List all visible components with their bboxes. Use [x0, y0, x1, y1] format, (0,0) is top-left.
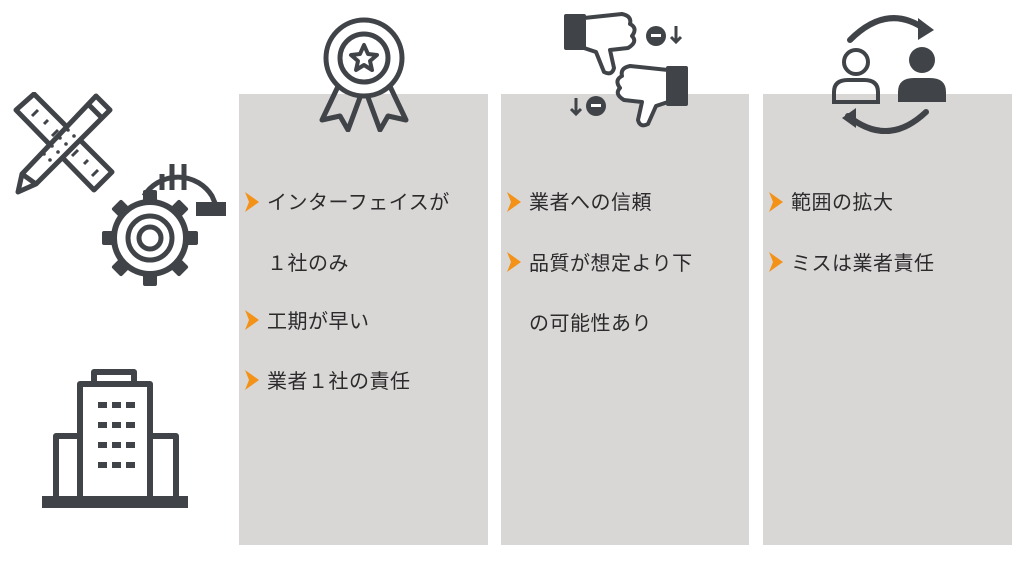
item-line: インターフェイスが [267, 190, 450, 214]
item-line: 品質が想定より下 [529, 251, 693, 275]
chevron-right-icon [245, 192, 259, 212]
item-line: １社のみ [267, 251, 349, 275]
item-line: の可能性あり [529, 311, 652, 335]
gear-hardhat-icon [102, 164, 226, 286]
item-line: 業者への信頼 [529, 190, 652, 214]
chevron-right-icon [245, 370, 259, 390]
demerits-panel: 業者への信頼 品質が想定より下 の可能性あり [501, 94, 749, 545]
item-line: 範囲の拡大 [791, 190, 894, 214]
chevron-right-icon [245, 310, 259, 330]
chevron-right-icon [507, 192, 521, 212]
office-building-icon [42, 369, 188, 508]
pencil-ruler-icon [13, 92, 115, 195]
measures-panel: 範囲の拡大 ミスは業者責任 [763, 94, 1012, 545]
award-ribbon-icon [319, 17, 409, 132]
item-line: 業者１社の責任 [267, 369, 411, 393]
chevron-right-icon [769, 252, 783, 272]
thumbs-down-icon [564, 12, 688, 128]
person-exchange-icon [832, 15, 946, 134]
merits-panel: インターフェイスが １社のみ 工期が早い 業者１社の責任 [239, 94, 488, 545]
chevron-right-icon [769, 192, 783, 212]
item-line: 工期が早い [267, 309, 370, 333]
item-line: ミスは業者責任 [791, 251, 935, 275]
chevron-right-icon [507, 252, 521, 272]
